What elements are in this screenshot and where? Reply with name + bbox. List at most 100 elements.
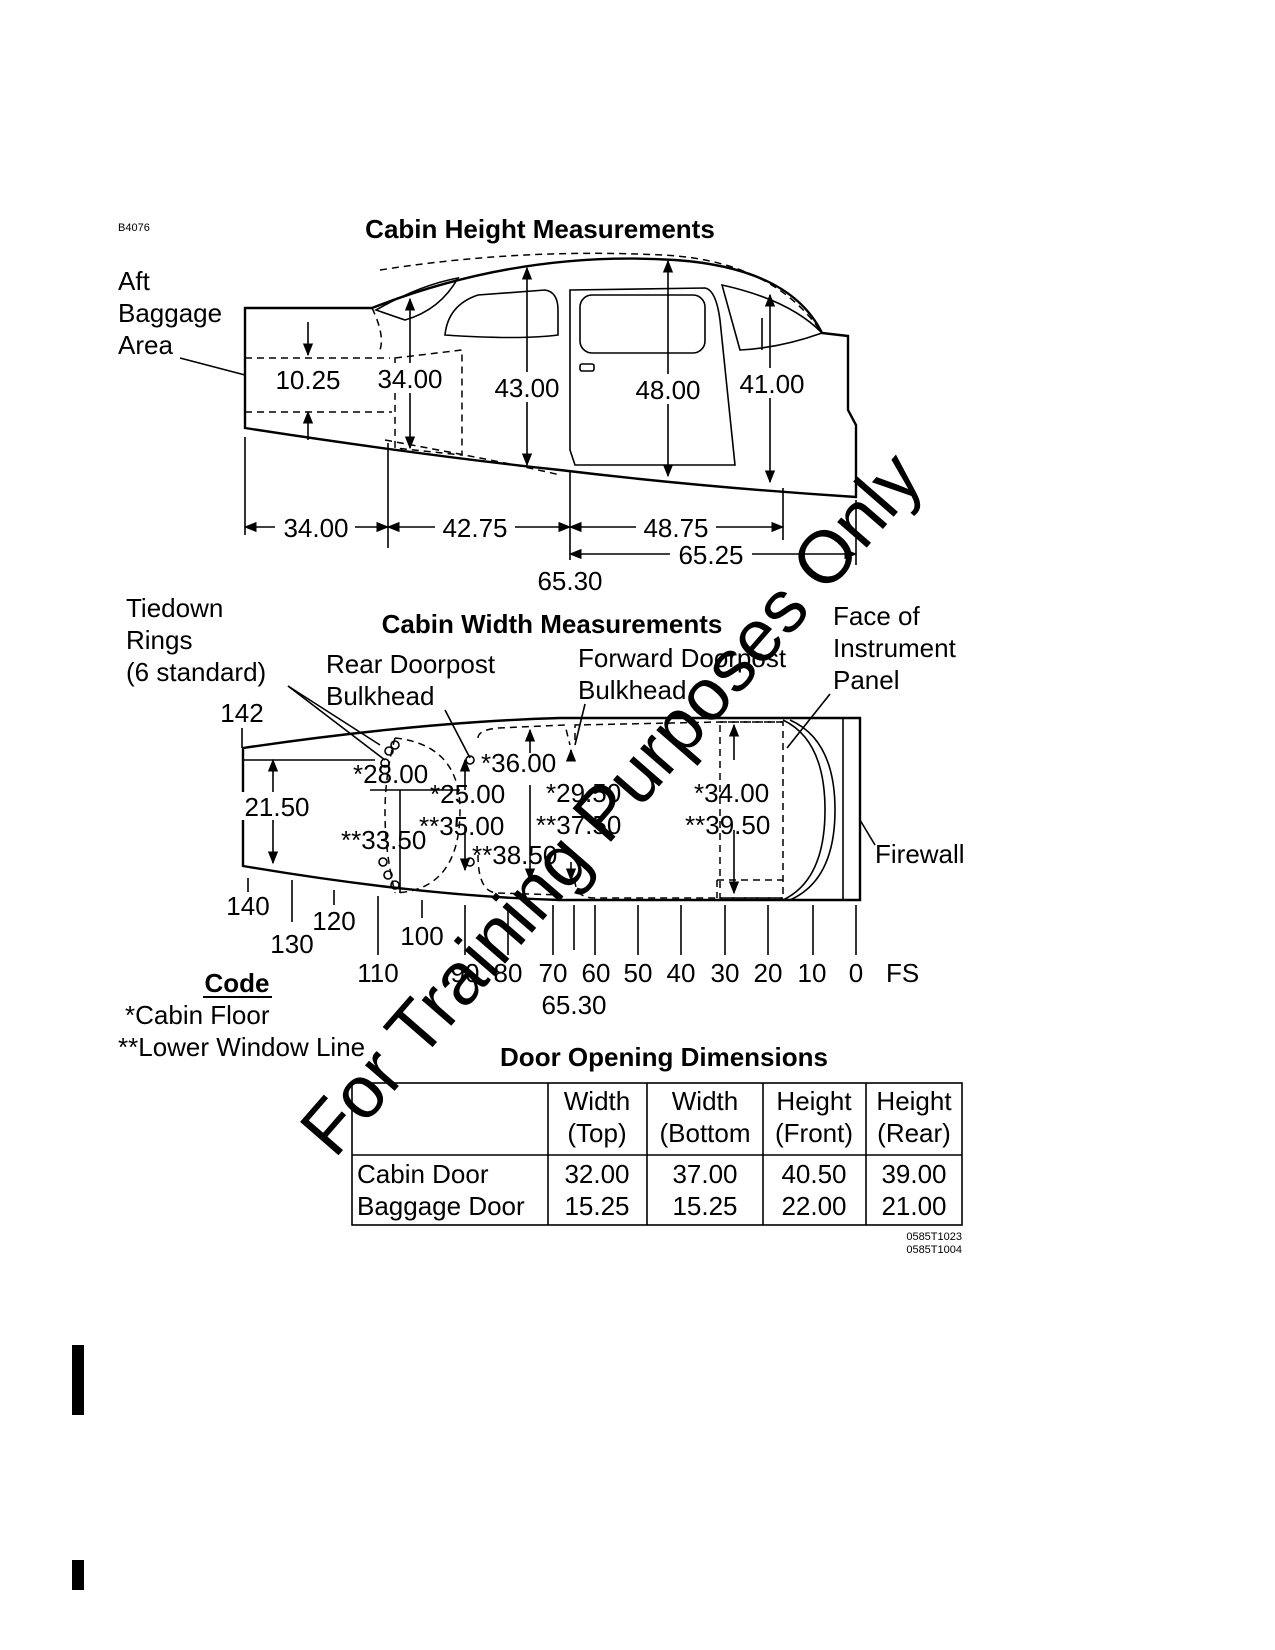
station-label: 20 (754, 958, 783, 988)
instrument-panel-face (789, 719, 836, 901)
width-value-21-50: 21.50 (244, 792, 309, 822)
baggage-door-height-front: 22.00 (781, 1191, 846, 1221)
front-cabin-top-dash (574, 721, 783, 740)
width-station-65-30: 65.30 (541, 990, 606, 1020)
cabin-door-window (579, 294, 706, 354)
header-height-front-2: (Front) (775, 1118, 853, 1148)
width-value-29-50: *29.50 (546, 778, 621, 808)
tiedown-ring (390, 740, 400, 750)
width-value-35-00: **35.00 (419, 811, 504, 841)
firewall-label: Firewall (875, 839, 965, 869)
code-lower-window: **Lower Window Line (118, 1032, 365, 1062)
panel-area-dash (719, 721, 784, 899)
cabin-door-width-top: 32.00 (564, 1159, 629, 1189)
baggage-door-height-rear: 21.00 (881, 1191, 946, 1221)
code-cabin-floor: *Cabin Floor (125, 1000, 270, 1030)
rear-cabin-top-dash (477, 724, 571, 746)
cabin-door-height-rear: 39.00 (881, 1159, 946, 1189)
width-value-25-00: *25.00 (430, 779, 505, 809)
door-opening-table: Door Opening Dimensions Width (Top) Widt… (351, 1042, 963, 1256)
length-value-48-75: 48.75 (643, 513, 708, 543)
headliner-dash (379, 252, 821, 331)
rear-side-window (374, 276, 460, 321)
header-width-top-2: (Top) (567, 1118, 626, 1148)
change-bar (72, 1345, 84, 1415)
baggage-door-width-bottom: 15.25 (672, 1191, 737, 1221)
forward-doorpost-line2: Bulkhead (578, 675, 686, 705)
front-seat-dash (716, 879, 783, 898)
forward-doorpost-line1: Forward Doorpost (578, 643, 787, 673)
width-value-28-00: *28.00 (353, 759, 428, 789)
door-handle (579, 363, 595, 372)
label-bg (487, 372, 567, 402)
height-value-48-00: 48.00 (635, 375, 700, 405)
tiedown-leader-1 (287, 685, 386, 761)
tiedown-ring (384, 746, 394, 756)
firewall-leader (859, 819, 876, 846)
cabin-door-outline (569, 287, 736, 466)
station-label: 10 (798, 958, 827, 988)
width-value-37-50: **37.50 (536, 810, 621, 840)
aft-label-line3: Area (118, 330, 173, 360)
baggage-door-width-top: 15.25 (564, 1191, 629, 1221)
tiedown-label-line2: Rings (126, 625, 192, 655)
change-bar (72, 1560, 84, 1590)
length-value-65-25: 65.25 (678, 540, 743, 570)
tiedown-label-line3: (6 standard) (126, 657, 266, 687)
station-label: 50 (624, 958, 653, 988)
aft-label-line2: Baggage (118, 298, 222, 328)
label-bg (628, 374, 708, 404)
row-name-cabin-door: Cabin Door (357, 1159, 489, 1189)
windshield (720, 283, 824, 351)
rear-doorpost-leader (444, 709, 471, 759)
label-bg (275, 512, 355, 542)
header-width-top-1: Width (564, 1086, 630, 1116)
tiedown-label-line1: Tiedown (126, 593, 223, 623)
code-title: Code (205, 968, 270, 998)
station-ticks (247, 878, 857, 955)
header-height-front-1: Height (776, 1086, 852, 1116)
station-label: 90 (451, 958, 480, 988)
table-border (351, 1082, 963, 1226)
instrument-panel-line1: Face of (833, 601, 920, 631)
station-label: 60 (582, 958, 611, 988)
code-legend: Code *Cabin Floor **Lower Window Line (118, 968, 365, 1062)
middle-window (444, 289, 559, 339)
tiedown-ring (390, 880, 400, 890)
front-cabin-bottom-dash (574, 879, 783, 899)
fuselage-plan-outline (241, 716, 862, 902)
station-label: 130 (270, 929, 313, 959)
label-bg (268, 364, 348, 394)
height-station-65-30: 65.30 (537, 566, 602, 596)
header-height-rear-1: Height (876, 1086, 952, 1116)
width-value-39-50: **39.50 (685, 810, 770, 840)
tiedown-ring (378, 857, 388, 867)
station-label: 80 (494, 958, 523, 988)
forward-doorpost-leader (574, 703, 586, 746)
height-value-10-25: 10.25 (275, 365, 340, 395)
instrument-panel-leader (786, 693, 831, 749)
cabin-height-section: Cabin Height Measurements Aft Baggage Ar… (118, 214, 858, 596)
cabin-door-height-front: 40.50 (781, 1159, 846, 1189)
fs-label: FS (886, 958, 919, 988)
instrument-panel-line2: Instrument (833, 633, 957, 663)
label-bg (636, 512, 716, 542)
station-label: 120 (312, 906, 355, 936)
tiedown-leader-2 (287, 685, 381, 746)
height-value-34-00: 34.00 (377, 364, 442, 394)
width-value-33-50: **33.50 (341, 825, 426, 855)
figure-id: B4076 (118, 222, 150, 234)
table-ref-2: 0585T1004 (906, 1244, 962, 1256)
label-bg (370, 363, 450, 393)
tiedown-ring (380, 758, 390, 768)
instrument-panel-curve (782, 719, 826, 901)
cabin-door-width-bottom: 37.00 (672, 1159, 737, 1189)
table-ref-1: 0585T1023 (906, 1231, 962, 1243)
height-value-41-00: 41.00 (739, 369, 804, 399)
station-label: 110 (357, 958, 398, 988)
station-label: 140 (226, 891, 269, 921)
station-label: 70 (539, 958, 568, 988)
label-bg (670, 539, 752, 569)
width-value-34-00: *34.00 (694, 778, 769, 808)
